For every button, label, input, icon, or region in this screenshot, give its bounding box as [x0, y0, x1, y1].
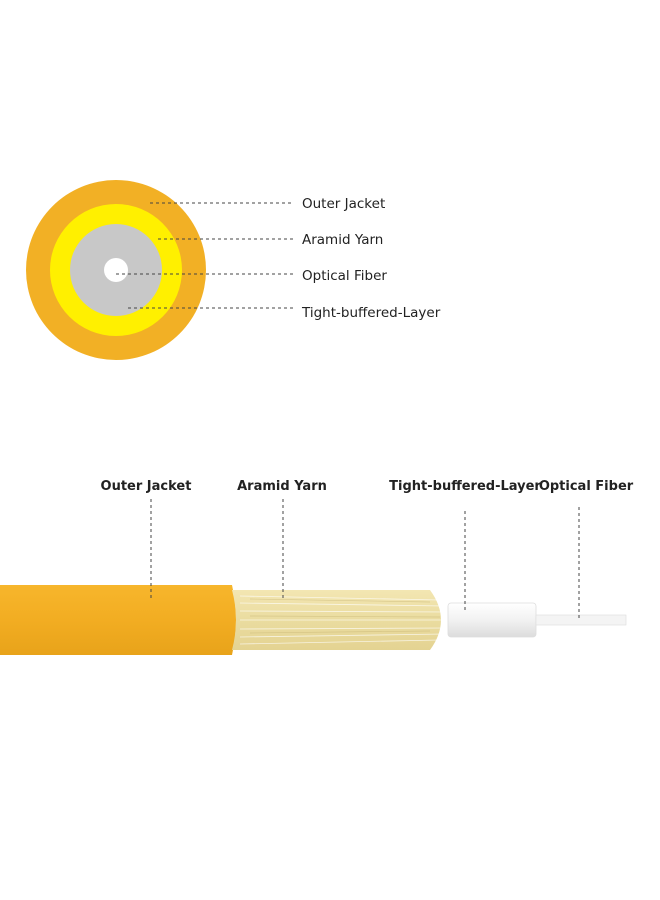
side-view: Outer Jacket Aramid Yarn Tight-buffered-… [0, 479, 634, 655]
cross-section: Outer Jacket Aramid Yarn Optical Fiber T… [26, 180, 441, 360]
side-label-optical-fiber: Optical Fiber [539, 479, 634, 494]
side-outer-jacket [0, 585, 236, 655]
side-label-tight-buffered-layer: Tight-buffered-Layer [389, 479, 541, 494]
yarn-strands [239, 595, 450, 645]
side-label-outer-jacket: Outer Jacket [101, 479, 192, 494]
label-optical-fiber: Optical Fiber [302, 268, 387, 284]
side-optical-fiber [535, 614, 627, 626]
label-aramid-yarn: Aramid Yarn [302, 232, 383, 248]
side-label-aramid-yarn: Aramid Yarn [237, 479, 327, 494]
optical-fiber-core [104, 258, 128, 282]
label-outer-jacket: Outer Jacket [302, 196, 385, 212]
side-tight-buffer [447, 602, 537, 638]
label-tight-buffered-layer: Tight-buffered-Layer [301, 305, 441, 321]
